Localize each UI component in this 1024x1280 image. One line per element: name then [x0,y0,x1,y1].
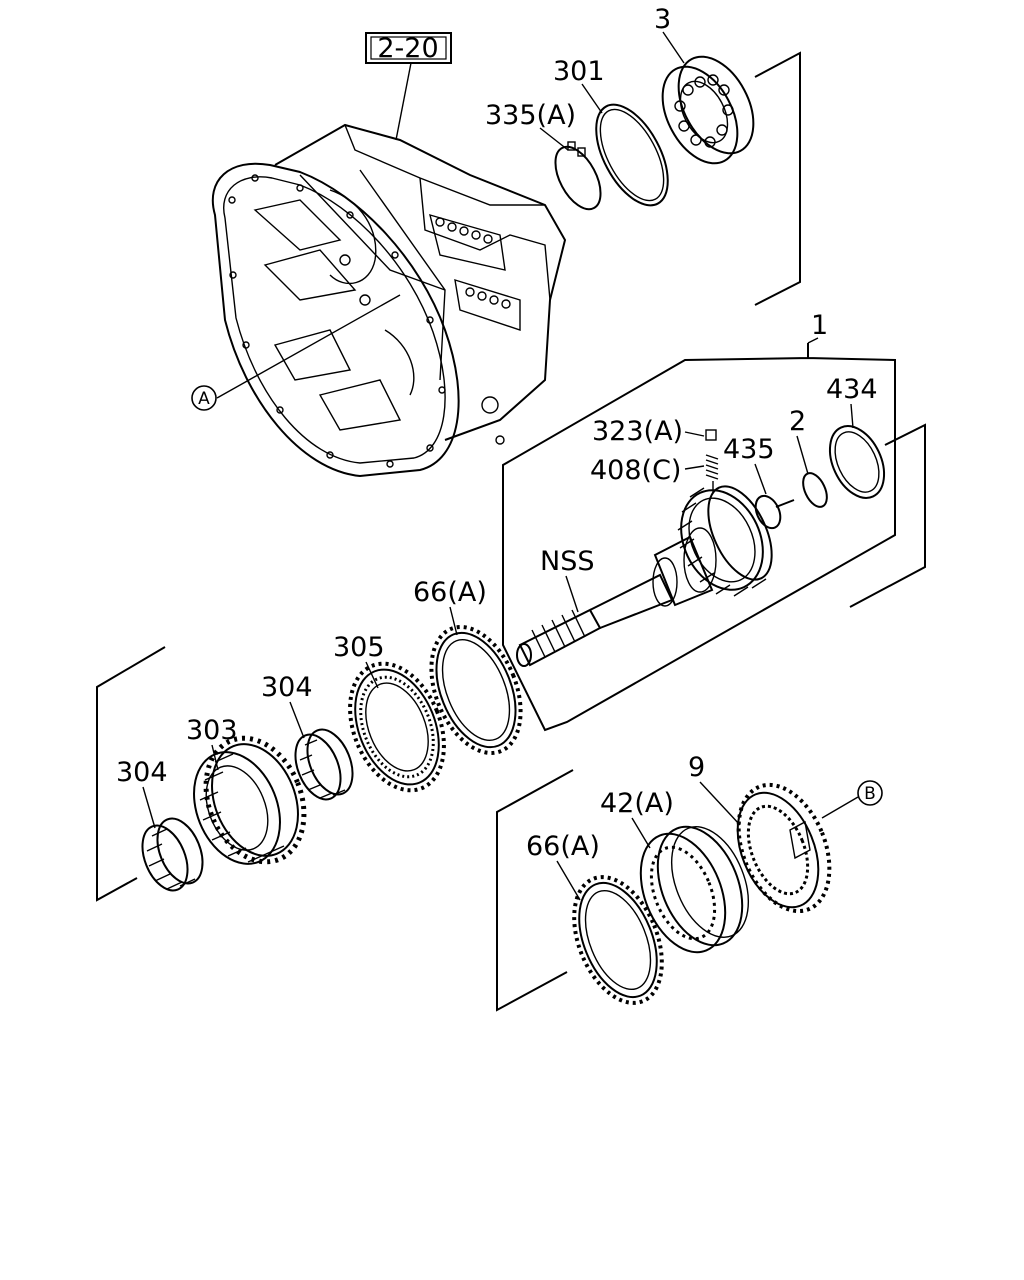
left-group-bracket [96,646,166,902]
part-label-435: 435 [723,434,775,465]
part-label-304-left: 304 [116,757,168,788]
snap-ring-2 [802,472,828,508]
part-label-1: 1 [811,310,828,341]
shim-435 [754,494,795,530]
needle-bearing-304-mid [294,728,354,801]
part-label-66a-lower: 66(A) [526,831,600,862]
needle-bearing-304-left [141,817,204,892]
synchro-ring-305 [348,661,446,793]
seal-434 [828,425,886,499]
part-label-304-mid: 304 [261,672,313,703]
reference-box: 2-20 [365,32,452,64]
bearing-3 [661,55,755,165]
part-label-303: 303 [186,715,238,746]
bottom-group-bracket [496,769,574,1012]
part-label-9: 9 [688,752,705,783]
ring-301 [595,103,669,207]
main-shaft [516,429,773,667]
circle-marker-b-label: B [864,784,876,804]
part-label-335a: 335(A) [485,100,576,131]
snap-ring-335a [554,141,602,211]
hub-9 [736,782,832,914]
part-label-434: 434 [826,374,878,405]
circle-marker-a-label: A [198,389,210,409]
reference-box-label: 2-20 [377,33,438,64]
part-label-2: 2 [789,406,806,437]
part-label-nss: NSS [540,546,594,577]
part-label-3: 3 [654,4,671,35]
part-label-408c: 408(C) [590,455,681,486]
top-group-bracket [754,51,801,306]
part-label-66a-upper: 66(A) [413,577,487,608]
part-label-323a: 323(A) [592,416,683,447]
part-label-305: 305 [333,632,385,663]
gear-303 [193,735,307,865]
shaft-group-bracket [502,343,926,732]
transmission-housing [211,62,567,478]
synchro-ring-66a-lower [572,875,664,1005]
part-label-301: 301 [553,56,605,87]
circle-marker-b: B [857,780,883,806]
part-label-42a: 42(A) [600,788,674,819]
synchro-ring-66a-upper [429,624,523,756]
sleeve-42a [639,825,749,954]
circle-marker-a: A [191,385,217,411]
